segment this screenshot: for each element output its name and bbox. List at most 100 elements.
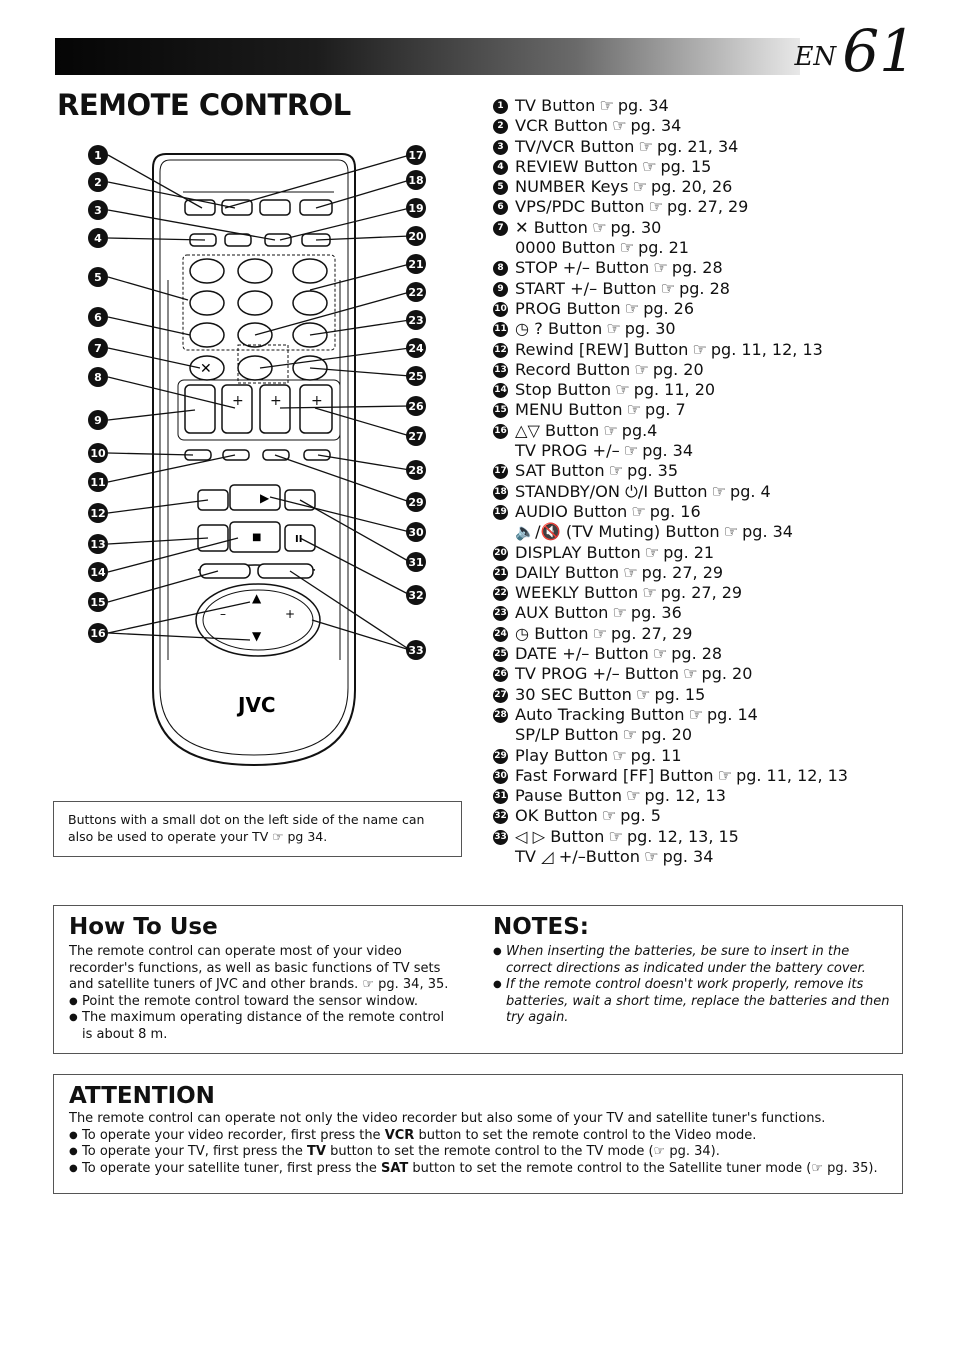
ref-icon: ☞: [612, 745, 627, 765]
svg-text:+: +: [270, 393, 282, 409]
legend-number-badge: 33: [493, 829, 508, 845]
callout-left-label: 3: [94, 204, 102, 217]
legend-label: MENU Button: [515, 400, 623, 420]
legend-number-badge: 7: [493, 220, 508, 236]
legend-page-ref: pg. 20: [701, 664, 753, 684]
legend-number-badge: [493, 525, 508, 540]
legend-number-badge: 25: [493, 647, 508, 663]
legend-number-badge: 24: [493, 626, 508, 642]
legend-label: SP/LP Button: [515, 725, 619, 745]
legend-page-ref: pg. 36: [630, 603, 682, 623]
callout-right-label: 28: [408, 464, 423, 477]
legend-number-badge: 31: [493, 789, 508, 805]
legend-label: 🔈/🔇 (TV Muting) Button: [515, 522, 720, 542]
callout-right-label: 33: [408, 644, 423, 657]
legend-number-badge: 1: [493, 99, 508, 114]
ref-icon: ☞: [599, 96, 614, 115]
ref-icon: ☞: [612, 116, 627, 136]
legend-page-ref: pg. 12, 13, 15: [626, 826, 739, 846]
legend-label: Stop Button: [515, 380, 612, 400]
svg-text:▲: ▲: [252, 591, 262, 605]
callout-left: 1 2 3 4 5 6 7 8 9 10 11 12 13 14 15 16: [88, 145, 108, 643]
legend-page-ref: pg. 11, 12, 13: [736, 765, 848, 785]
remote-illustration: ✕ +++ ____ ▶ ■: [80, 140, 440, 780]
list-item: ●To operate your TV, first press the TV …: [69, 1144, 720, 1159]
legend-label: Rewind [REW] Button: [515, 339, 689, 359]
legend-number-badge: [493, 444, 508, 459]
legend-number-badge: 29: [493, 748, 508, 764]
legend-page-ref: pg. 26: [643, 298, 695, 318]
legend-number-badge: 9: [493, 281, 508, 297]
legend-item: 33◁ ▷ Button☞pg. 12, 13, 15: [493, 827, 913, 847]
legend-label: TV Button: [515, 96, 596, 115]
attention-title: ATTENTION: [69, 1083, 215, 1109]
legend-number-badge: 27: [493, 687, 508, 703]
legend-label: STOP +/– Button: [515, 258, 650, 278]
legend-page-ref: pg. 34: [642, 441, 694, 461]
ref-icon: ☞: [601, 806, 617, 826]
legend-page-ref: pg. 34: [617, 96, 669, 115]
legend-page-ref: pg. 34: [630, 116, 682, 136]
ref-icon: ☞: [644, 846, 659, 866]
callout-right-label: 27: [408, 430, 423, 443]
legend-number-badge: 26: [493, 667, 508, 683]
callout-left-label: 8: [94, 371, 102, 384]
ref-icon: ☞: [603, 420, 618, 440]
legend-page-ref: pg. 12, 13: [644, 786, 726, 806]
legend-label: Record Button: [515, 359, 631, 379]
header-gradient-bar: [55, 38, 800, 75]
legend-label: ✕ Button: [515, 217, 588, 237]
legend-page-ref: pg. 14: [707, 704, 758, 724]
legend-number-badge: [493, 241, 508, 256]
legend-number-badge: 22: [493, 586, 508, 602]
legend-label: TV PROG +/– Button: [515, 664, 680, 684]
notes-section: NOTES: ●When inserting the batteries, be…: [493, 914, 893, 1027]
legend-page-ref: pg. 16: [649, 501, 701, 521]
legend-label: AUDIO Button: [515, 501, 628, 521]
svg-text:▶: ▶: [260, 491, 270, 505]
callout-left-label: 15: [90, 596, 105, 609]
legend-label: NUMBER Keys: [515, 177, 629, 197]
ref-icon: ☞: [591, 217, 607, 237]
callout-right-label: 32: [408, 589, 423, 602]
legend-number-badge: [493, 728, 508, 743]
legend-number-badge: 18: [493, 484, 508, 500]
ref-icon: ☞: [692, 339, 707, 359]
svg-text:+: +: [311, 393, 323, 409]
legend-page-ref: pg. 7: [645, 400, 686, 420]
callout-left-label: 9: [94, 414, 102, 427]
legend-page-ref: pg. 35: [627, 461, 679, 481]
legend-page-ref: pg. 11, 20: [633, 380, 716, 400]
callout-right-label: 23: [408, 314, 423, 327]
legend-page-ref: pg. 20, 26: [650, 177, 733, 197]
legend-page-ref: pg. 34: [742, 522, 793, 542]
callout-right-label: 20: [408, 230, 424, 243]
legend-number-badge: 4: [493, 159, 508, 175]
callout-right-label: 31: [408, 556, 423, 569]
svg-text:■: ■: [252, 532, 261, 543]
legend-label: STANDBY/ON ⏻/I Button: [515, 481, 708, 501]
legend-number-badge: 10: [493, 301, 508, 317]
legend-page-ref: pg. 27, 29: [666, 197, 749, 217]
legend-label: REVIEW Button: [515, 156, 638, 176]
brand-logo: JVC: [236, 693, 276, 717]
legend-item: TV PROG +/–☞pg. 34: [493, 441, 913, 461]
list-item: ●The maximum operating distance of the r…: [69, 1010, 445, 1042]
legend-label: WEEKLY Button: [515, 583, 639, 603]
callout-left-label: 14: [90, 566, 106, 579]
legend-label: △▽ Button: [515, 420, 600, 440]
legend-number-badge: 28: [493, 707, 508, 723]
legend-number-badge: 15: [493, 403, 508, 419]
section-title: REMOTE CONTROL: [57, 88, 351, 122]
legend-item: 11◷ ? Button☞pg. 30: [493, 319, 913, 339]
